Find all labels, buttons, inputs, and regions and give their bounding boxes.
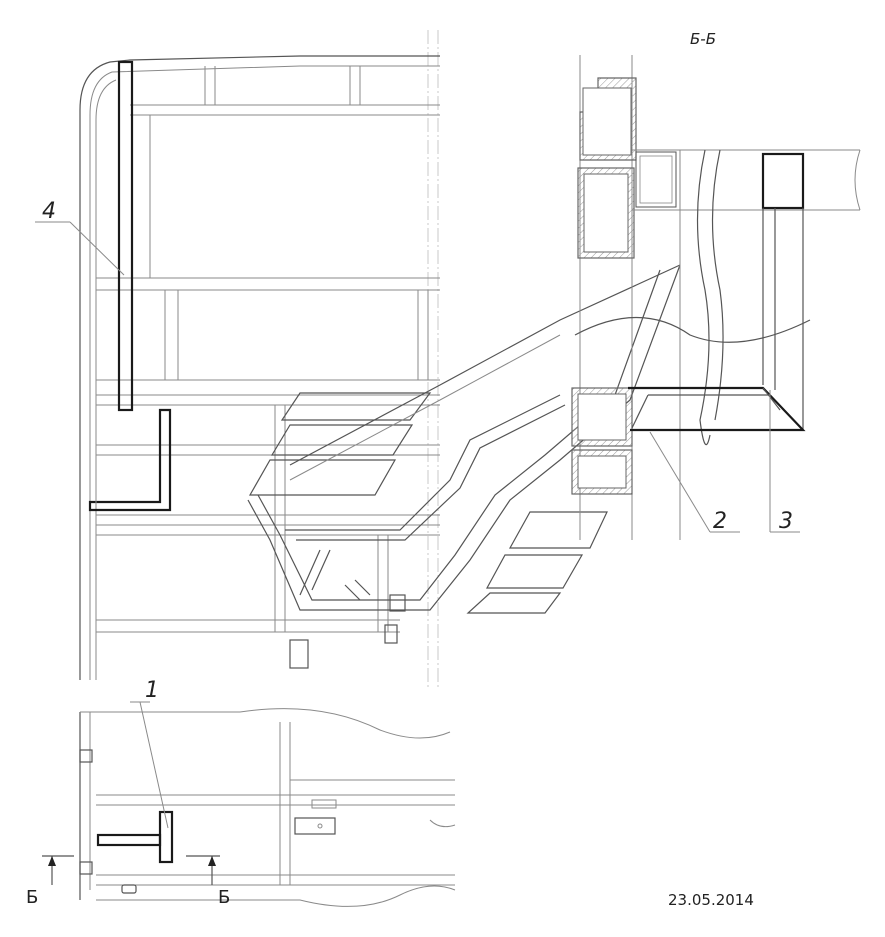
section-marker-left: Б	[26, 887, 38, 908]
callout-part-1: 1	[145, 678, 159, 703]
callout-part-2: 2	[713, 509, 727, 534]
plan-view	[42, 701, 456, 907]
part-1-arm	[96, 833, 162, 847]
l-bracket	[88, 408, 172, 512]
part-3-top	[761, 152, 805, 210]
section-title: Б-Б	[690, 30, 716, 48]
drawing-date: 23.05.2014	[668, 891, 754, 909]
part-2-bracket	[628, 386, 806, 432]
callout-part-4: 4	[42, 199, 56, 224]
main-view	[35, 30, 440, 690]
callout-part-3: 3	[779, 509, 793, 534]
part-4-bar	[117, 60, 134, 412]
section-marker-right: Б	[218, 887, 230, 908]
section-view: Б-Б	[571, 30, 861, 540]
part-1-plate	[158, 810, 174, 864]
